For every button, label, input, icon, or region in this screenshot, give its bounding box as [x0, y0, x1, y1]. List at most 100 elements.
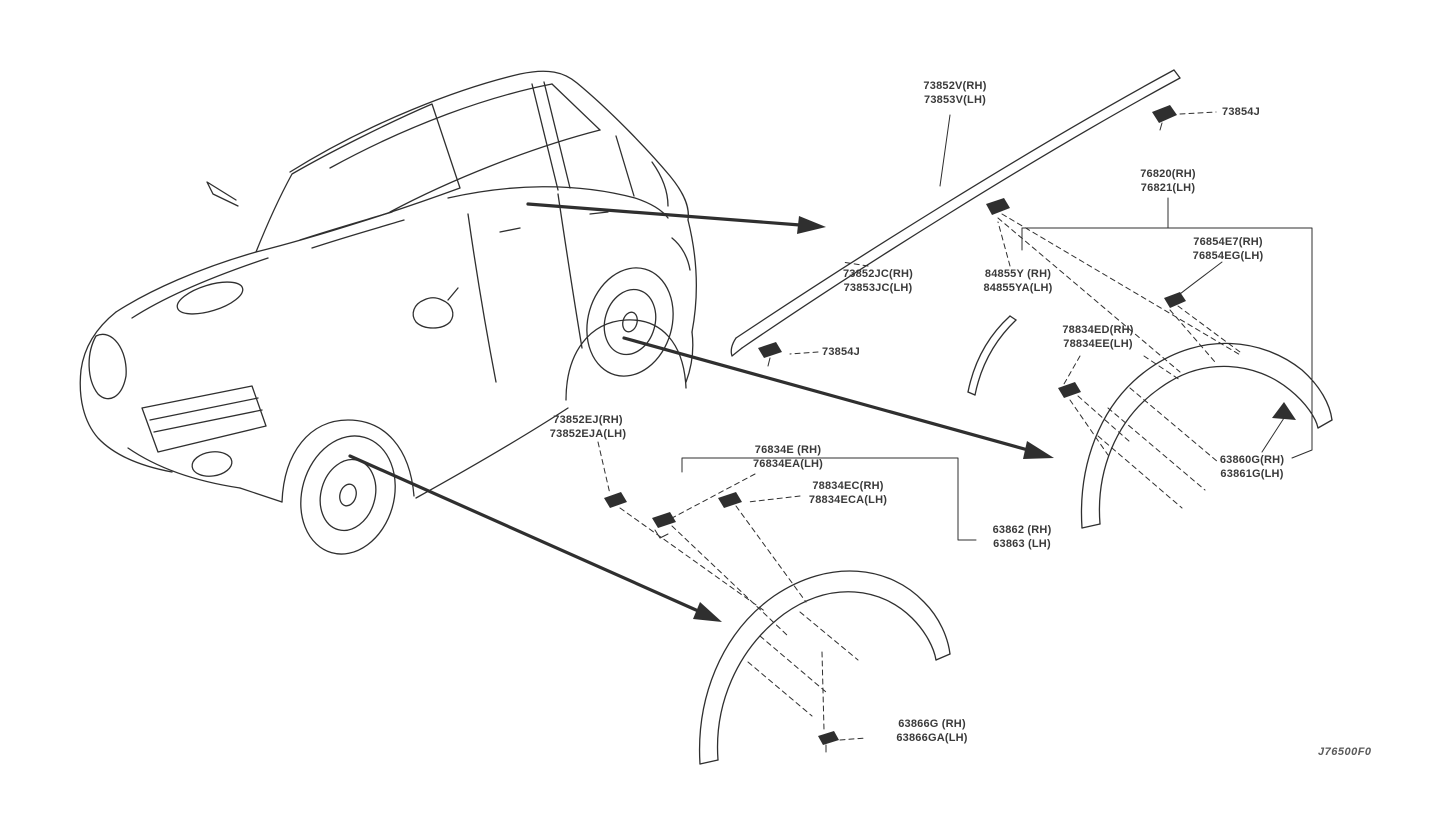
- rear-flare-inner: [1098, 365, 1319, 525]
- rear-door-seam: [557, 193, 583, 349]
- grille-bar: [149, 397, 259, 421]
- antenna: [206, 181, 239, 207]
- part-number: 76854E7(RH): [1193, 236, 1263, 248]
- label-rear-flare-clip: 78834ED(RH) 78834EE(LH): [1062, 324, 1133, 351]
- door-handle: [589, 211, 609, 215]
- leader-lines: [597, 111, 1313, 741]
- quarter-window-edge: [651, 161, 669, 207]
- label-roof-molding: 73852V(RH) 73853V(LH): [923, 80, 986, 107]
- rear-fender-flare-part: [1080, 342, 1333, 529]
- c-pillar: [615, 135, 635, 197]
- part-number: 73853V(LH): [924, 93, 986, 106]
- part-number: 78834ED(RH): [1062, 324, 1134, 336]
- rear-flare-outer: [1080, 342, 1333, 529]
- fog-lamp: [191, 451, 233, 477]
- leader: [597, 441, 611, 495]
- label-clip-mid: 73854J: [822, 346, 860, 360]
- front-door-seam: [467, 213, 497, 383]
- hood-crease: [131, 257, 269, 319]
- part-number: 63866G (RH): [898, 718, 966, 730]
- part-number: 76834E (RH): [754, 444, 822, 456]
- pillar-strip-inner: [974, 319, 1017, 396]
- label-roof-spacer: 84855Y (RH) 84855YA(LH): [983, 268, 1052, 295]
- car-roofline: [289, 70, 690, 221]
- flare-end-pointer: [1272, 402, 1296, 420]
- label-front-flare-clip: 78834EC(RH) 78834ECA(LH): [809, 480, 887, 507]
- retainer-clip-icon: [1058, 382, 1081, 398]
- rear-edge: [687, 219, 698, 333]
- part-number: 73854J: [1222, 106, 1260, 118]
- part-number: 78834ECA(LH): [808, 493, 888, 506]
- part-number: 84855Y (RH): [984, 268, 1052, 280]
- taillight: [671, 237, 691, 271]
- sunroof-outline: [329, 83, 553, 169]
- part-number: 73852EJ(RH): [553, 414, 623, 426]
- retainer-clips: [604, 105, 1296, 745]
- label-front-flare: 63862 (RH) 63863 (LH): [993, 524, 1052, 551]
- part-number: 73854J: [822, 346, 860, 358]
- side-mirror: [412, 297, 454, 329]
- arrow-to-front-flare: [348, 454, 698, 612]
- label-front-pillar-tape: 73852EJ(RH) 73852EJA(LH): [550, 414, 626, 441]
- part-number: 63862 (RH): [992, 524, 1052, 536]
- pillar-strip-outer: [967, 315, 1011, 393]
- pillar-strip-cap: [967, 315, 1017, 396]
- label-flare-protector: 63866G (RH) 63866GA(LH): [896, 718, 967, 745]
- leader: [1063, 355, 1181, 385]
- part-number: 84855YA(LH): [983, 281, 1053, 294]
- roof-molding-inner: [741, 77, 1181, 349]
- arrowhead: [1023, 441, 1054, 459]
- part-number: 73852EJA(LH): [549, 427, 627, 440]
- roof-molding-part: [730, 69, 1181, 357]
- mirror-stem: [447, 287, 459, 301]
- wiper: [311, 219, 405, 249]
- part-number: 63866GA(LH): [896, 731, 968, 744]
- retainer-clip-icon: [718, 492, 742, 508]
- clip-tails: [654, 122, 1163, 753]
- sunroof-rear-edge: [389, 129, 601, 213]
- door-handle: [499, 227, 521, 233]
- label-molding-fastener: 76854E7(RH) 76854EG(LH): [1193, 236, 1264, 263]
- clip-tail: [654, 529, 669, 539]
- label-clip-top-right: 73854J: [1222, 106, 1260, 120]
- label-front-flare-grommet: 76834E (RH) 76834EA(LH): [753, 444, 823, 471]
- leader: [671, 473, 756, 519]
- car-illustration: [79, 70, 698, 555]
- leader: [789, 351, 819, 355]
- grille: [141, 385, 267, 453]
- part-number: 76820(RH): [1140, 168, 1196, 180]
- part-number: 78834EE(LH): [1063, 337, 1133, 350]
- retainer-clip-icon: [1164, 292, 1186, 308]
- leader: [747, 495, 801, 503]
- front-fascia: [79, 311, 173, 473]
- leader: [841, 261, 869, 267]
- bumper-lower: [127, 447, 241, 489]
- part-number: 78834EC(RH): [812, 480, 884, 492]
- beltline: [447, 186, 669, 219]
- retainer-clip-icon: [652, 512, 676, 528]
- retainer-clip-icon: [758, 342, 782, 358]
- leader: [939, 114, 951, 187]
- windshield: [255, 103, 461, 253]
- leader: [997, 221, 1011, 267]
- front-wheel-tire: [300, 435, 396, 555]
- front-wheel-arch: [281, 419, 415, 503]
- hood-edge: [115, 251, 257, 313]
- clip-tail: [1159, 122, 1163, 131]
- rear-wheel-rim: [603, 288, 657, 356]
- leader: [839, 737, 867, 741]
- front-flare-fastener-axis: [821, 651, 825, 731]
- front-lower: [239, 487, 283, 503]
- clip-tail: [767, 357, 771, 367]
- b-pillar: [543, 81, 571, 189]
- part-number: 63861G(LH): [1220, 467, 1284, 480]
- arrow-to-roof-molding: [526, 202, 802, 227]
- retainer-clip-icon: [986, 198, 1010, 215]
- front-fender-flare-part: [698, 570, 951, 765]
- bracket: [681, 457, 977, 541]
- wiper: [299, 211, 393, 241]
- rocker-line: [415, 407, 569, 499]
- part-number: 63860G(RH): [1219, 454, 1285, 466]
